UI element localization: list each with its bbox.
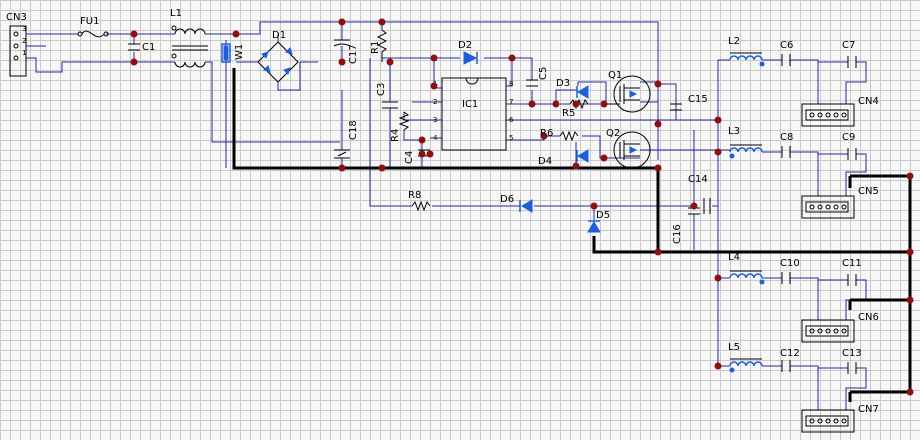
label-c12: C12 (780, 348, 800, 359)
fuse-fu1 (77, 30, 109, 38)
label-l2: L2 (728, 36, 740, 47)
label-cn3: CN3 (6, 12, 27, 23)
capacitor-c7 (847, 56, 857, 68)
ic1-pin-5: 5 (509, 134, 513, 142)
inductor-l1 (171, 25, 208, 68)
connector-cn6 (801, 319, 855, 343)
connector-cn5 (801, 195, 855, 219)
label-cn4: CN4 (858, 96, 879, 107)
label-r6: R6 (540, 128, 553, 139)
capacitor-c8 (781, 146, 791, 158)
ic1-pin-4: 4 (433, 134, 438, 142)
diode-d5 (587, 220, 601, 233)
cn3-pin-1: 1 (22, 49, 26, 57)
cn3-connector: 3 2 1 (9, 25, 27, 77)
mosfet-q1 (606, 75, 651, 113)
ic1-chip: 1 2 3 4 8 7 6 5 (433, 77, 514, 151)
label-c13: C13 (842, 348, 862, 359)
label-d1: D1 (272, 30, 286, 41)
label-c6: C6 (780, 40, 793, 51)
ic1-pin-3: 3 (433, 116, 437, 124)
label-r8: R8 (408, 190, 421, 201)
label-cn5: CN5 (858, 186, 879, 197)
capacitor-c3 (382, 80, 398, 120)
label-c9: C9 (842, 132, 855, 143)
capacitor-c12 (781, 360, 791, 372)
connector-cn4 (801, 103, 855, 127)
resistor-r6 (559, 130, 579, 142)
cn3-pin-2: 2 (22, 37, 26, 45)
capacitor-c9 (847, 148, 857, 160)
capacitor-c1 (128, 34, 140, 62)
ic1-pin-2: 2 (433, 98, 437, 106)
label-c1: C1 (142, 42, 155, 53)
label-l3: L3 (728, 126, 740, 137)
component-labels: CN3 FU1 L1 C1 W1 D1 C17 C18 R1 C3 R4 C4 … (6, 8, 879, 415)
label-c4: C4 (404, 151, 415, 164)
label-r1: R1 (370, 41, 381, 54)
label-l5: L5 (728, 342, 740, 353)
label-r4: R4 (390, 129, 401, 142)
label-d2: D2 (458, 40, 472, 51)
capacitor-c10 (781, 272, 791, 284)
thin-wires (26, 21, 867, 410)
bold-wires (232, 68, 912, 402)
label-cn6: CN6 (858, 312, 879, 323)
capacitor-c13 (847, 362, 857, 374)
bridge-rectifier-d1 (236, 34, 301, 91)
label-q2: Q2 (606, 128, 620, 139)
label-c17: C17 (348, 44, 359, 64)
ic1-pin-8: 8 (509, 80, 513, 88)
label-w1: W1 (234, 44, 245, 60)
label-c16: C16 (672, 224, 683, 244)
inductor-l5 (729, 358, 763, 373)
label-c15: C15 (688, 94, 708, 105)
label-d6: D6 (500, 194, 514, 205)
label-d3: D3 (556, 78, 570, 89)
resistor-r5 (569, 98, 589, 110)
inductor-l2 (729, 52, 765, 67)
junction-dots (130, 18, 914, 396)
label-d5: D5 (596, 210, 610, 221)
capacitor-c6 (781, 54, 791, 66)
diode-d3 (576, 85, 589, 99)
label-c18: C18 (348, 120, 359, 140)
label-c7: C7 (842, 40, 855, 51)
label-cn7: CN7 (858, 404, 879, 415)
mosfet-q2 (613, 131, 651, 169)
inductor-l3 (729, 144, 763, 159)
capacitor-c11 (847, 274, 857, 286)
label-fu1: FU1 (80, 16, 99, 27)
diode-d4 (576, 149, 589, 163)
capacitor-c18 (334, 132, 350, 168)
label-d4: D4 (538, 156, 552, 167)
label-c3: C3 (376, 83, 387, 96)
label-l1: L1 (170, 8, 182, 19)
resistor-r8 (411, 200, 431, 212)
label-q1: Q1 (608, 70, 622, 81)
varistor-w1 (221, 43, 231, 63)
label-c5: C5 (538, 67, 549, 80)
label-c14: C14 (688, 174, 708, 185)
diode-d2 (463, 51, 478, 65)
diode-d6 (500, 199, 533, 213)
capacitor-c14 (703, 198, 711, 214)
resistor-r4 (398, 111, 410, 131)
connector-cn7 (801, 409, 855, 433)
capacitor-c15 (670, 103, 682, 111)
cn3-pin-3: 3 (22, 25, 26, 33)
label-c11: C11 (842, 258, 862, 269)
label-ic1: IC1 (462, 99, 478, 110)
label-c8: C8 (780, 132, 793, 143)
label-c10: C10 (780, 258, 800, 269)
label-r5: R5 (562, 108, 575, 119)
ic1-pin-7: 7 (509, 98, 513, 106)
resistor-r1 (376, 29, 388, 62)
capacitor-c5 (526, 79, 538, 87)
ic1-pin-6: 6 (509, 116, 514, 124)
label-l4: L4 (728, 252, 740, 263)
inductor-l4 (729, 270, 765, 285)
